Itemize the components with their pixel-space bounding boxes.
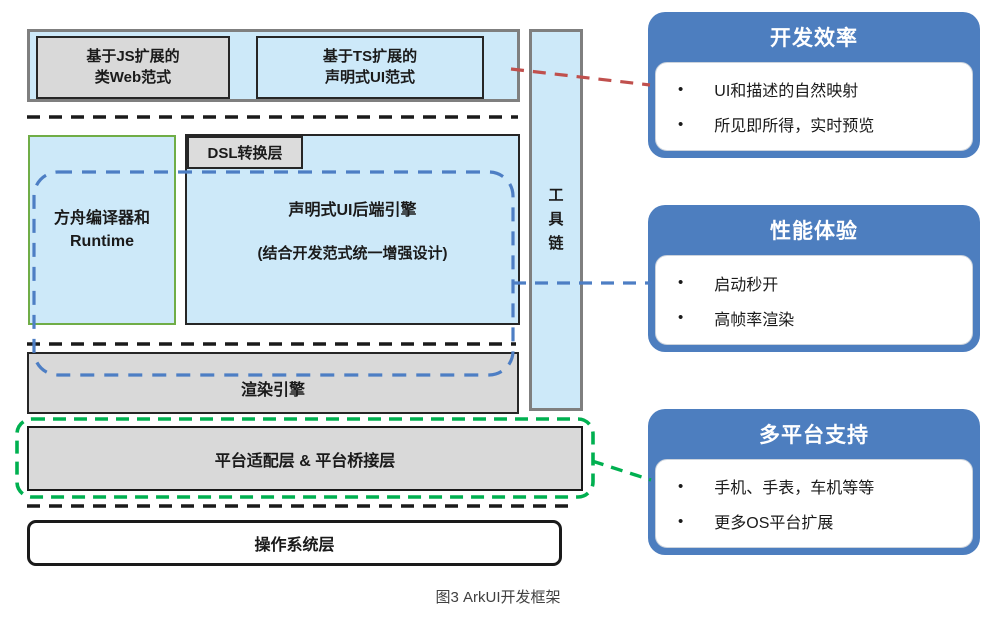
render-engine-box: 渲染引擎 [27,352,519,414]
js-web-paradigm-box: 基于JS扩展的 类Web范式 [36,36,230,99]
panel-dev-efficiency-body: UI和描述的自然映射 所见即所得，实时预览 [655,62,973,151]
panel-multiplatform-body: 手机、手表，车机等等 更多OS平台扩展 [655,459,973,548]
bullet-item: 高帧率渲染 [678,306,962,330]
panel-performance: 性能体验 启动秒开 高帧率渲染 [648,205,980,352]
panel-performance-title: 性能体验 [770,220,858,243]
toolchain-bar: 工具链 [529,29,583,411]
engine-subtitle: (结合开发范式统一增强设计) [257,245,448,262]
platform-adaptation-bridge-box: 平台适配层 & 平台桥接层 [27,426,583,491]
operating-system-layer-box: 操作系统层 [27,520,562,566]
connector-multiplatform [591,459,652,482]
bullet-item: UI和描述的自然映射 [678,77,962,101]
panel-multiplatform: 多平台支持 手机、手表，车机等等 更多OS平台扩展 [648,409,980,555]
ark-compiler-runtime-box: 方舟编译器和 Runtime [28,135,176,325]
frontend-paradigm-layer: 基于JS扩展的 类Web范式 基于TS扩展的 声明式UI范式 [27,29,520,102]
ts-declarative-paradigm-box: 基于TS扩展的 声明式UI范式 [256,36,484,99]
engine-title: 声明式UI后端引擎 [288,202,417,219]
panel-dev-efficiency: 开发效率 UI和描述的自然映射 所见即所得，实时预览 [648,12,980,158]
bullet-item: 所见即所得，实时预览 [678,112,962,136]
bullet-item: 启动秒开 [678,271,962,295]
bullet-item: 更多OS平台扩展 [678,509,962,533]
panel-performance-body: 启动秒开 高帧率渲染 [655,255,973,345]
panel-dev-efficiency-title: 开发效率 [770,27,858,50]
bullet-item: 手机、手表，车机等等 [678,474,962,498]
figure-caption: 图3 ArkUI开发框架 [435,589,561,606]
dsl-conversion-layer-label: DSL转换层 [187,136,303,169]
toolchain-label: 工具链 [548,187,564,252]
panel-multiplatform-title: 多平台支持 [759,424,869,447]
